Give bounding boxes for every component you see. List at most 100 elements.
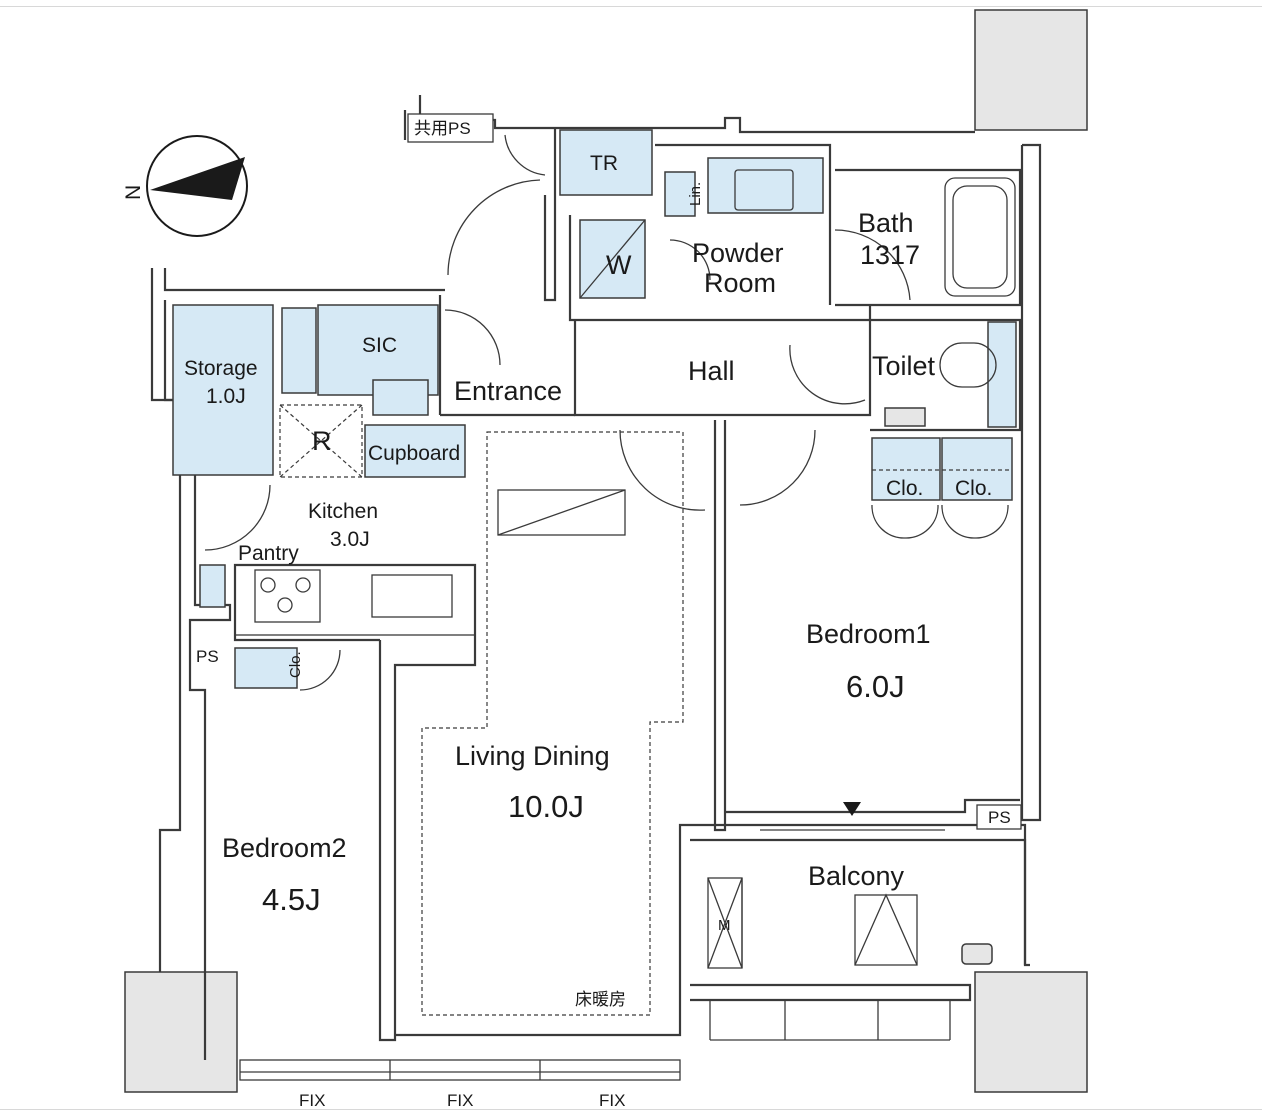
- label-clo-2: Clo.: [955, 477, 992, 500]
- burner-1: [260, 577, 276, 593]
- clo-fixture-1: [871, 437, 941, 501]
- stove: [254, 569, 321, 623]
- toilet-sink: [884, 407, 926, 427]
- label-clo-1: Clo.: [886, 477, 923, 500]
- label-bedroom2: Bedroom2: [222, 833, 347, 863]
- label-kitchen: Kitchen: [308, 500, 378, 523]
- label-clo-bed2: Clo.: [287, 651, 304, 678]
- kitchen-sink: [371, 574, 453, 618]
- kyoyo-ps-box: [407, 113, 494, 143]
- outer-wall-right: [1020, 143, 1042, 822]
- door-swing-clo-2: [941, 504, 1009, 539]
- label-fix-3: FIX: [599, 1091, 625, 1110]
- wall-toilet: [870, 318, 1022, 432]
- door-swing-clo-bed2: [299, 649, 341, 691]
- column-bottom-right: [974, 971, 1088, 1093]
- door-swing-ps: [504, 134, 546, 176]
- door-swing-powder: [669, 239, 711, 281]
- label-entrance: Entrance: [454, 376, 562, 406]
- compass-needle: [150, 157, 245, 200]
- label-bath-size: 1317: [860, 240, 920, 270]
- label-storage: Storage: [184, 357, 258, 380]
- clo-fixture-2: [941, 437, 1013, 501]
- wall-powder-bottom: [568, 215, 872, 322]
- sic-side: [281, 307, 317, 394]
- compass: N: [122, 135, 248, 237]
- outer-wall-top: [418, 95, 975, 134]
- label-powder-room-1: Powder: [692, 238, 784, 268]
- wall-balcony: [690, 838, 1030, 967]
- door-swing-clo-1: [871, 504, 939, 539]
- door-swing-toilet: [789, 344, 866, 405]
- label-kitchen-size: 3.0J: [330, 528, 370, 551]
- clo-bed2-fixture: [234, 647, 298, 689]
- kitchen-counter: [234, 564, 476, 636]
- wall-utility-top: [655, 143, 832, 305]
- door-swing-living: [619, 429, 706, 511]
- label-lin: Lin.: [687, 182, 704, 206]
- compass-ring: [146, 135, 248, 237]
- outer-wall-left: [150, 268, 182, 972]
- ps-right-box: [976, 804, 1022, 830]
- powder-vanity: [707, 157, 824, 214]
- column-top-right: [974, 9, 1088, 131]
- skylight: [497, 489, 626, 536]
- burner-3: [277, 597, 293, 613]
- label-cupboard: Cupboard: [368, 442, 460, 465]
- cupboard-fixture: [364, 424, 466, 478]
- skylight-diagonal: [497, 489, 626, 536]
- label-living-dining-size: 10.0J: [508, 789, 584, 824]
- label-kyoyo-ps: 共用PS: [414, 119, 471, 138]
- door-swing-entrance-front: [447, 179, 541, 276]
- label-fix-1: FIX: [299, 1091, 325, 1110]
- label-powder-room-2: Room: [704, 268, 776, 298]
- label-balcony: Balcony: [808, 861, 905, 891]
- label-hall: Hall: [688, 356, 735, 386]
- hatch: [854, 894, 918, 966]
- label-bedroom2-size: 4.5J: [262, 882, 321, 917]
- tr-fixture: [559, 129, 653, 196]
- storage-fixture: [172, 304, 274, 476]
- wall-bath: [835, 168, 1022, 307]
- ac-unit-mark: [707, 877, 743, 969]
- compass-north-label: N: [122, 185, 145, 200]
- label-storage-size: 1.0J: [206, 385, 246, 408]
- water-tap: [961, 943, 993, 965]
- vanity-basin: [734, 169, 794, 211]
- bathtub: [944, 177, 1016, 297]
- door-swing-entrance: [444, 309, 501, 366]
- label-r: R: [312, 426, 332, 456]
- outer-wall-top-left: [163, 268, 445, 292]
- sash-marker: [843, 802, 861, 816]
- hatch-mark: [854, 893, 918, 966]
- balcony-rail: [690, 983, 972, 1002]
- pantry-fixture: [199, 564, 226, 608]
- door-swing-bath: [834, 229, 911, 301]
- door-swing-storage: [204, 484, 271, 551]
- wall-bedroom1-bottom: [725, 798, 1020, 814]
- label-pantry: Pantry: [238, 542, 299, 565]
- bathtub-inner: [952, 185, 1008, 289]
- wall-bedroom1: [713, 420, 727, 832]
- burner-2: [295, 577, 311, 593]
- sic-box: [372, 379, 429, 416]
- label-fix-2: FIX: [447, 1091, 473, 1110]
- column-bottom-left: [124, 971, 238, 1093]
- label-bedroom1: Bedroom1: [806, 619, 931, 649]
- label-tr: TR: [590, 152, 618, 175]
- bottom-border: [0, 1109, 1262, 1110]
- label-bedroom1-size: 6.0J: [846, 669, 905, 704]
- wall-bedroom2-right: [233, 563, 477, 1042]
- door-swing-bedroom1: [739, 429, 816, 506]
- toilet-fixture: [987, 321, 1017, 428]
- label-bath: Bath: [858, 208, 914, 238]
- label-floor-heating: 床暖房: [575, 990, 626, 1009]
- washer-diagonal: [579, 219, 646, 299]
- label-living-dining: Living Dining: [455, 741, 610, 771]
- window-strip: [239, 1059, 681, 1081]
- label-toilet: Toilet: [872, 351, 936, 381]
- wall-tr-room: [543, 128, 557, 302]
- toilet-bowl: [939, 342, 997, 388]
- label-w: W: [606, 250, 632, 280]
